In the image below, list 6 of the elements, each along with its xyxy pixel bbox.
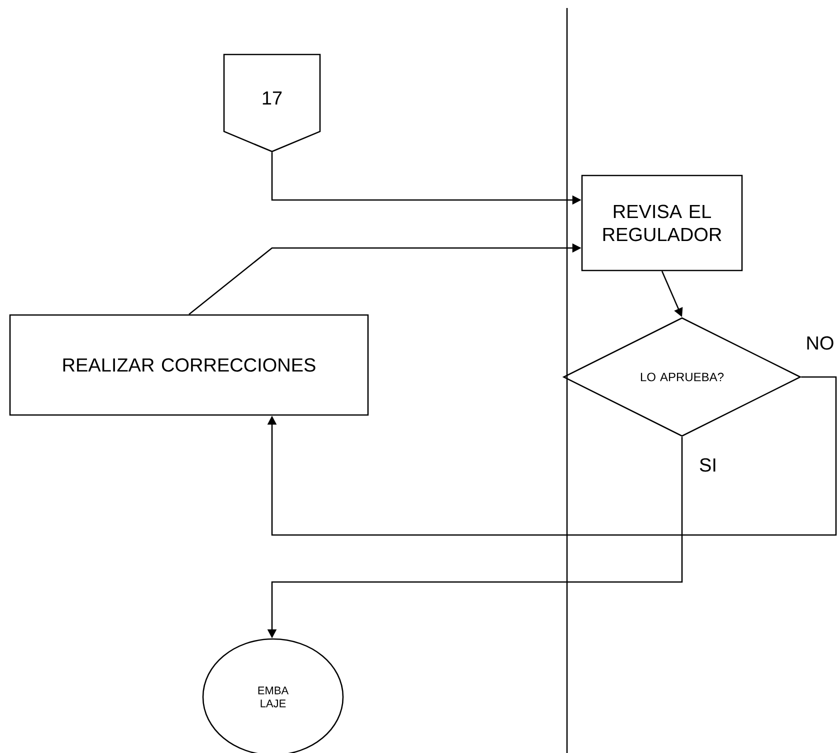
- process-box: REVISA EL REGULADOR: [581, 174, 743, 272]
- off-page-connector: 17: [223, 54, 321, 152]
- arrow: [267, 376, 837, 536]
- edge-label: SI: [698, 457, 718, 473]
- process-box: REALIZAR CORRECCIONES: [9, 314, 369, 416]
- edge-label: NO: [804, 335, 836, 351]
